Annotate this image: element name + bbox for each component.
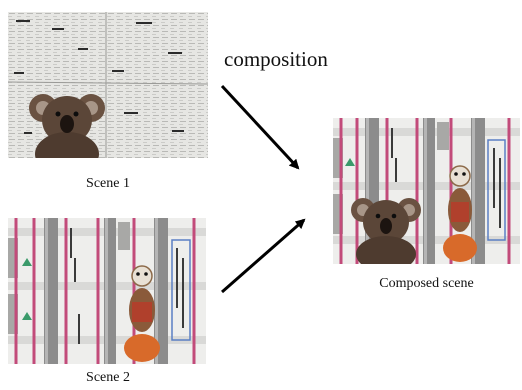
scene2-image [8,218,206,364]
composed-image [333,118,520,264]
tiger-toy [124,265,160,362]
composed-label: Composed scene [379,276,474,291]
arrow-icon [220,84,300,170]
koala-toy [29,94,105,158]
composed-tiger [443,165,477,262]
scene1-image [8,12,208,158]
scene2-label: Scene 2 [86,370,130,385]
arrow-icon [221,218,306,294]
composed-koala [351,198,421,264]
composition-label: composition [224,47,328,71]
scene1-label: Scene 1 [86,176,130,191]
